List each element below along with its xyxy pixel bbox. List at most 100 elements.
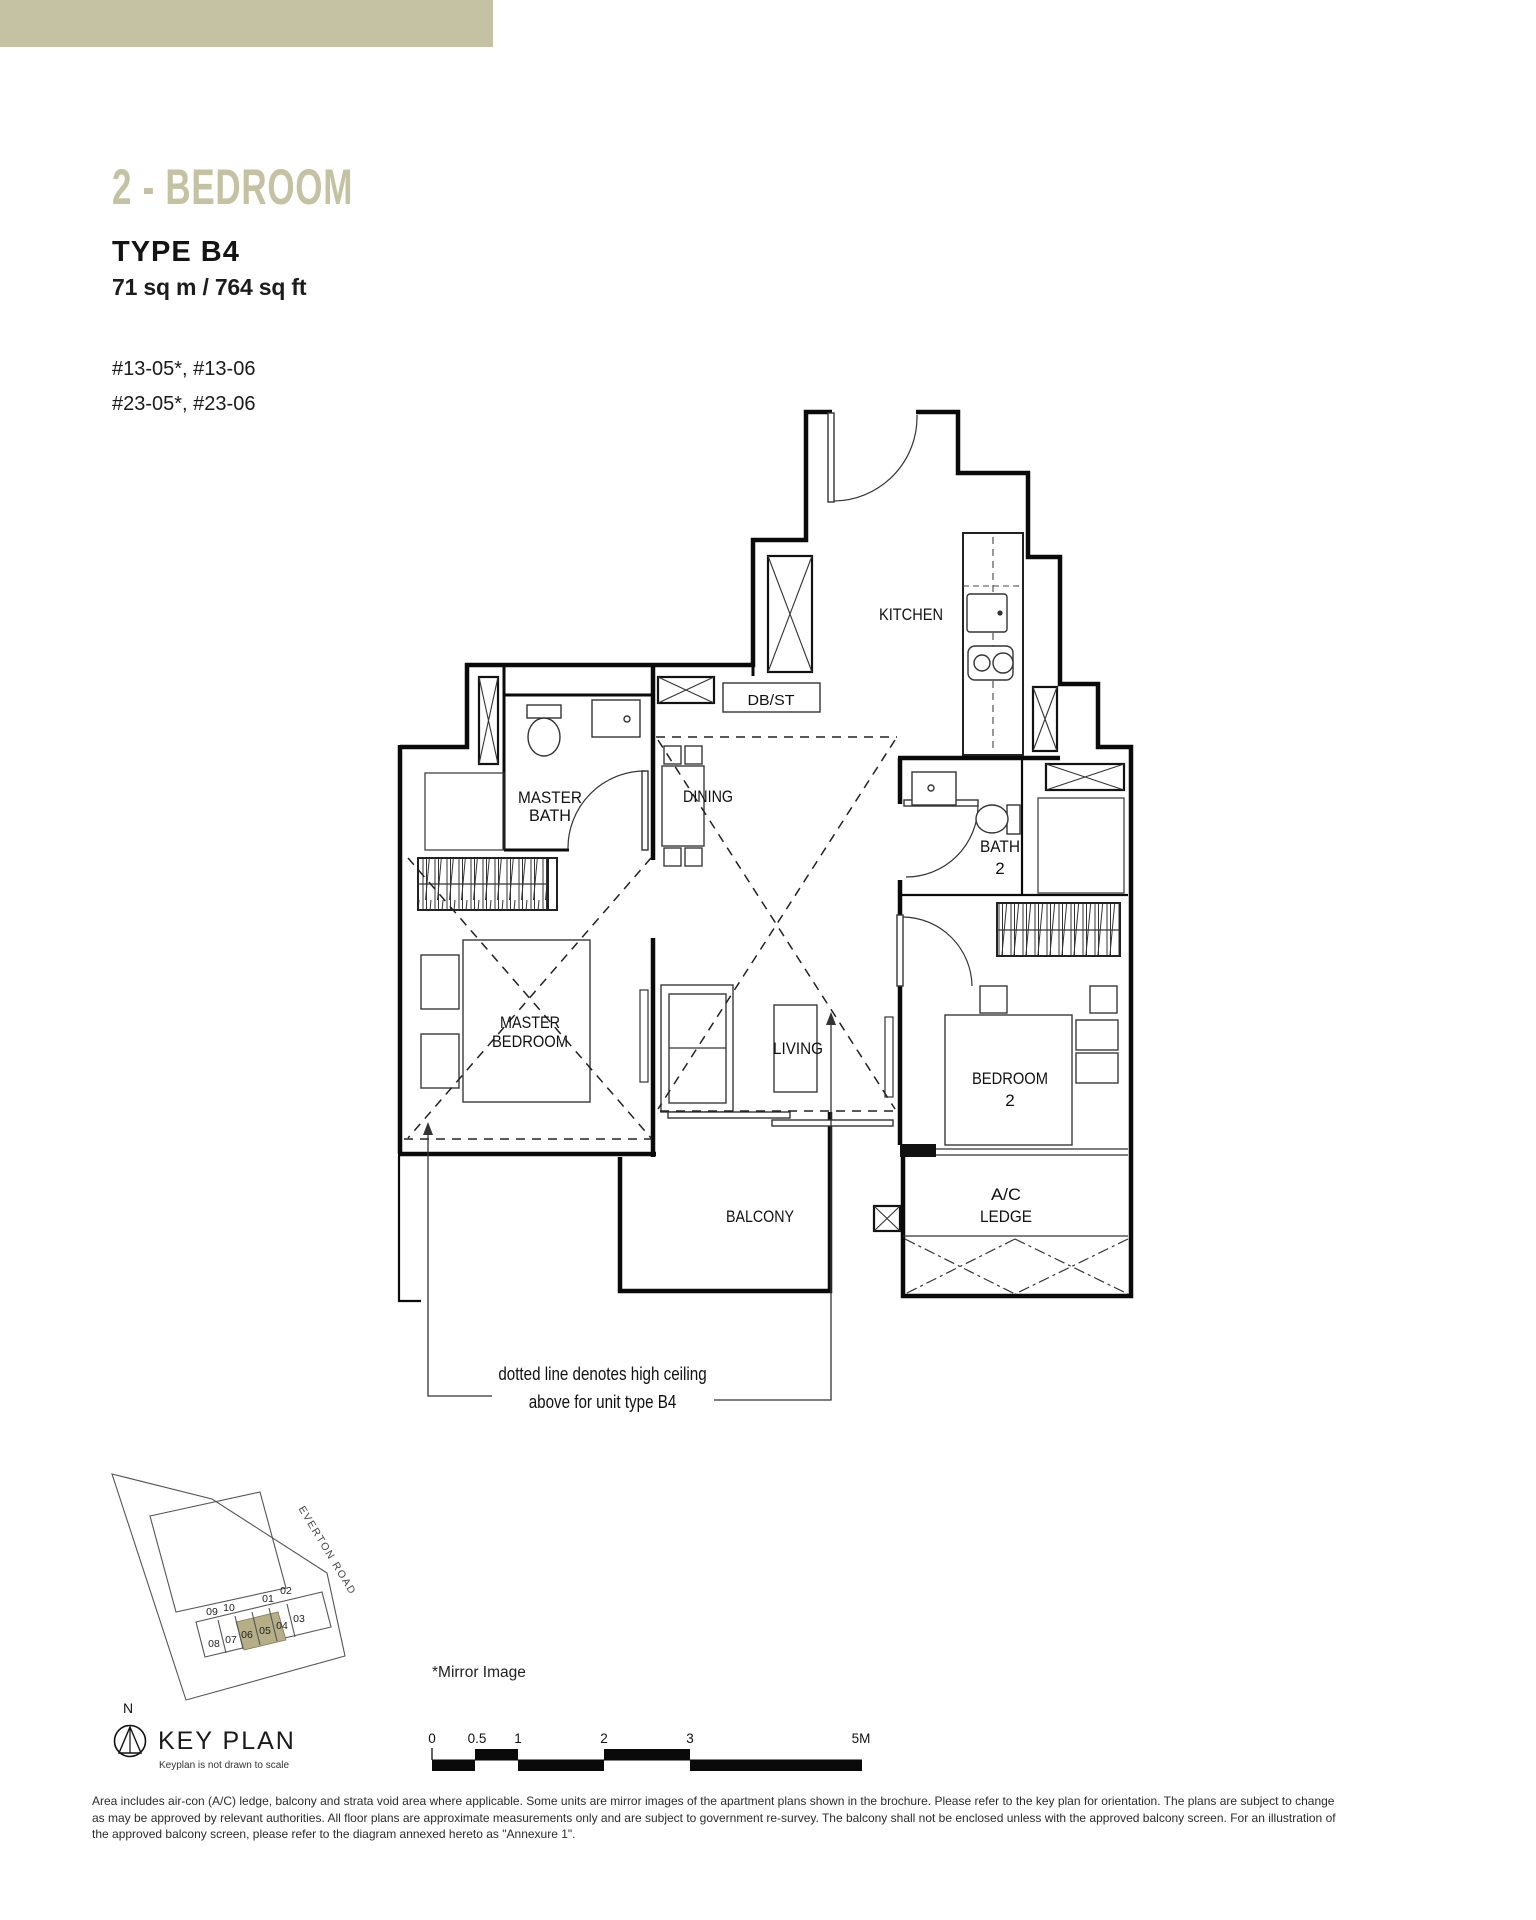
bedroom2-furniture (944, 985, 1119, 1146)
svg-text:08: 08 (208, 1638, 220, 1650)
svg-text:LEDGE: LEDGE (980, 1207, 1032, 1226)
scale-tick-label: 0 (428, 1731, 436, 1746)
accent-bar (0, 0, 493, 47)
shaft-box-icon (477, 675, 500, 766)
nightstand-icon (420, 954, 460, 1010)
label-ac-ledge: A/C (991, 1185, 1021, 1204)
label-living: LIVING (773, 1039, 823, 1058)
unit-numbers-line1: #13-05*, #13-06 (112, 358, 256, 380)
dbst-closet (722, 682, 821, 713)
label-balcony: BALCONY (726, 1207, 794, 1226)
coffee-table-icon (773, 1004, 818, 1093)
bed-icon (462, 939, 591, 1103)
scale-tick-label: 2 (600, 1731, 608, 1746)
floorplan-walls (397, 409, 1134, 1303)
kitchen-counter (962, 532, 1024, 756)
label-bedroom2: BEDROOM (972, 1069, 1048, 1088)
label-dining: DINING (683, 787, 733, 806)
building-tower (149, 1491, 287, 1613)
toilet-icon (526, 704, 562, 719)
tv-console (884, 1016, 894, 1098)
svg-text:03: 03 (293, 1613, 305, 1625)
chair-icon (684, 847, 703, 867)
service-shafts (477, 554, 1126, 1233)
arrow-up-icon (423, 1122, 433, 1135)
scale-tick-label: 5M (851, 1731, 871, 1746)
scale-bar (431, 1748, 862, 1771)
scale-tick-label: 3 (686, 1731, 694, 1746)
disclaimer-line2: as may be approved by relevant authoriti… (92, 1810, 1336, 1825)
bath2-door (903, 799, 979, 878)
bedroom2-window (936, 1148, 1128, 1156)
ac-vent-box-icon (872, 1204, 902, 1233)
high-ceiling-note-line2: above for unit type B4 (528, 1391, 677, 1412)
chair-icon (663, 745, 682, 765)
shaft-box-icon (766, 554, 814, 674)
vent-box-icon (1044, 762, 1126, 792)
vent-box-icon (656, 675, 716, 705)
disclaimer-line3: the approved balcony screen, please refe… (92, 1827, 576, 1841)
disclaimer-text: Area includes air-con (A/C) ledge, balco… (92, 1793, 1458, 1843)
svg-text:02: 02 (280, 1585, 292, 1597)
keyplan-diagram: 02 01 10 09 03 04 05 06 07 08 (111, 1473, 346, 1758)
svg-text:BATH: BATH (529, 806, 571, 825)
mirror-image-note: *Mirror Image (432, 1664, 526, 1681)
master-bath-fixtures (526, 699, 641, 757)
high-ceiling-note-line1: dotted line denotes high ceiling (498, 1363, 707, 1384)
svg-text:05: 05 (259, 1625, 271, 1637)
unit-type-label: TYPE B4 (112, 236, 240, 268)
svg-text:07: 07 (225, 1634, 237, 1646)
basin-icon (591, 699, 641, 738)
nightstand-icon (1075, 1052, 1119, 1084)
unit-numbers-line2: #23-05*, #23-06 (112, 393, 256, 415)
svg-text:2: 2 (995, 859, 1004, 878)
label-master-bath: MASTER (518, 788, 582, 807)
label-dbst: DB/ST (748, 693, 795, 709)
svg-text:04: 04 (276, 1620, 288, 1632)
chair-icon (684, 745, 703, 765)
note-leader-lines (423, 1012, 836, 1401)
balcony-sliding-door (667, 1111, 894, 1127)
master-bedroom-furniture (420, 939, 649, 1103)
shower-stall (1037, 797, 1125, 894)
disclaimer-line1: Area includes air-con (A/C) ledge, balco… (92, 1794, 1335, 1808)
room-labels: KITCHEN DB/ST MASTER BATH DINING BATH 2 … (492, 605, 1048, 1226)
ac-ledge-hatch (904, 1238, 1129, 1295)
master-bath-door (567, 770, 649, 851)
category-title: 2 - BEDROOM (112, 159, 354, 215)
living-furniture (660, 984, 894, 1113)
svg-text:09: 09 (206, 1606, 218, 1618)
high-ceiling-dashed-lines (404, 736, 897, 1140)
dining-table-icon (661, 765, 705, 847)
svg-text:01: 01 (262, 1593, 274, 1605)
label-master-bedroom: MASTER (500, 1013, 560, 1032)
bed-icon (944, 1014, 1073, 1146)
keyplan-unit-numbers: 02 01 10 09 03 04 05 06 07 08 (206, 1585, 305, 1650)
north-compass-icon (113, 1724, 147, 1758)
scale-tick-label: 0.5 (467, 1731, 487, 1746)
svg-text:06: 06 (241, 1629, 253, 1641)
chair-icon (663, 847, 682, 867)
scale-tick-label: 1 (514, 1731, 522, 1746)
keyplan-title: KEY PLAN (158, 1727, 296, 1755)
niche (424, 772, 505, 851)
window-stub-wall (900, 1144, 936, 1157)
bedroom2-wardrobe (996, 902, 1121, 957)
label-bath2: BATH (980, 837, 1020, 856)
building-unit-row (195, 1591, 332, 1658)
unit-area: 71 sq m / 764 sq ft (112, 274, 307, 300)
shaft-box-icon (1031, 685, 1059, 753)
keyplan-subtitle: Keyplan is not drawn to scale (159, 1760, 290, 1771)
panel (639, 989, 649, 1083)
entry-door (827, 412, 918, 503)
svg-text:10: 10 (223, 1602, 235, 1614)
site-boundary (111, 1473, 346, 1701)
bedroom2-door (896, 914, 973, 987)
svg-text:BEDROOM: BEDROOM (492, 1032, 568, 1051)
dining-furniture (661, 745, 705, 867)
toilet-icon (1006, 804, 1021, 835)
nightstand-icon (1075, 1019, 1119, 1051)
svg-text:2: 2 (1005, 1091, 1014, 1110)
unit-numbers: #13-05*, #13-06 #23-05*, #23-06 (112, 352, 255, 422)
